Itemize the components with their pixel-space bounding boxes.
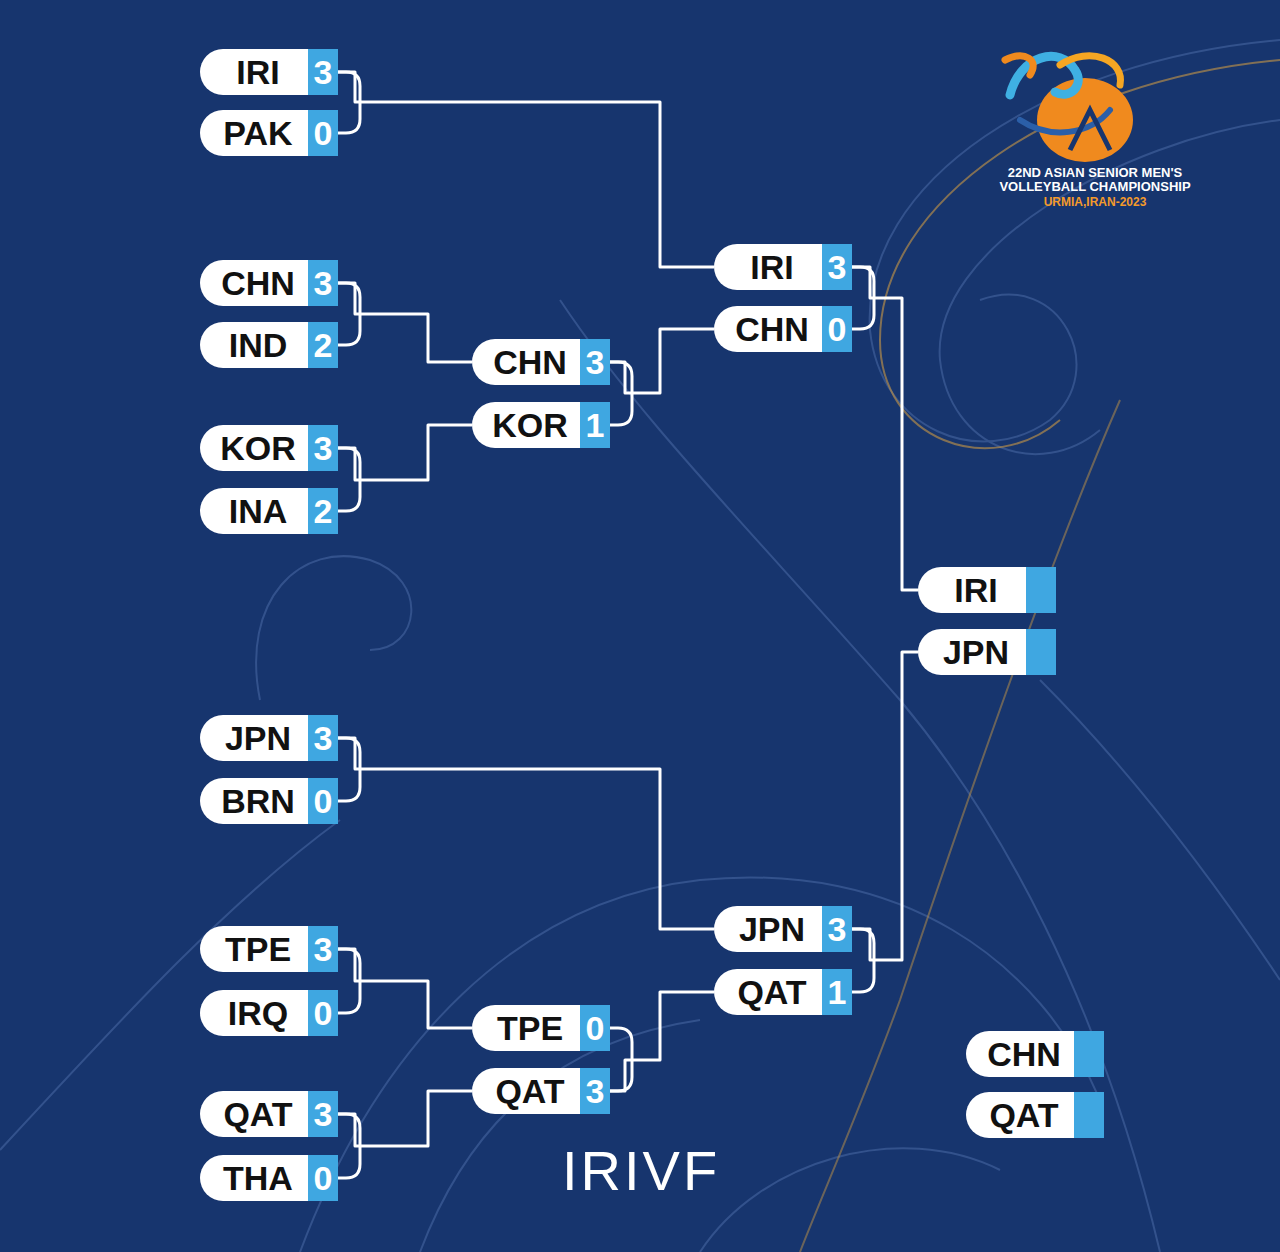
logo <box>1005 56 1133 162</box>
team-box: THA0 <box>200 1155 338 1201</box>
team-name: IND <box>200 322 308 368</box>
score-box: 3 <box>308 926 338 972</box>
score-box: 3 <box>308 715 338 761</box>
team-box: QAT3 <box>200 1091 338 1137</box>
team-name: CHN <box>714 306 822 352</box>
team-name: JPN <box>714 906 822 952</box>
team-box: CHN <box>966 1031 1104 1077</box>
bracket-connector <box>852 652 918 960</box>
team-name: TPE <box>200 926 308 972</box>
score-box: 0 <box>308 1155 338 1201</box>
bracket-connector <box>338 283 472 362</box>
team-name: QAT <box>714 969 822 1015</box>
bracket-connector <box>852 267 918 590</box>
score-box <box>1026 567 1056 613</box>
bracket-connector <box>338 72 714 267</box>
watermark: IRIVF <box>562 1140 720 1202</box>
bracket-connector <box>338 738 714 929</box>
team-name: CHN <box>472 339 580 385</box>
score-box: 2 <box>308 488 338 534</box>
score-box <box>1074 1092 1104 1138</box>
score-box: 0 <box>580 1005 610 1051</box>
team-name: KOR <box>472 402 580 448</box>
score-box: 0 <box>822 306 852 352</box>
bracket-connector <box>610 992 714 1091</box>
score-box: 1 <box>580 402 610 448</box>
event-title: 22ND ASIAN SENIOR MEN'S VOLLEYBALL CHAMP… <box>985 166 1205 195</box>
team-box: TPE3 <box>200 926 338 972</box>
team-box: QAT1 <box>714 969 852 1015</box>
score-box: 0 <box>308 990 338 1036</box>
score-box: 3 <box>308 1091 338 1137</box>
team-box: IRI <box>918 567 1056 613</box>
team-box: CHN3 <box>472 339 610 385</box>
team-box: IND2 <box>200 322 338 368</box>
team-box: JPN3 <box>200 715 338 761</box>
team-name: KOR <box>200 425 308 471</box>
score-box: 3 <box>580 1068 610 1114</box>
bracket-connector <box>610 329 714 393</box>
team-name: QAT <box>966 1092 1074 1138</box>
team-box: JPN3 <box>714 906 852 952</box>
team-name: IRQ <box>200 990 308 1036</box>
team-name: IRI <box>200 49 308 95</box>
team-name: THA <box>200 1155 308 1201</box>
score-box: 0 <box>308 778 338 824</box>
score-box: 3 <box>308 425 338 471</box>
team-name: CHN <box>200 260 308 306</box>
team-box: BRN0 <box>200 778 338 824</box>
score-box <box>1026 629 1056 675</box>
team-name: BRN <box>200 778 308 824</box>
score-box: 3 <box>822 906 852 952</box>
score-box: 0 <box>308 110 338 156</box>
score-box: 3 <box>308 49 338 95</box>
team-name: TPE <box>472 1005 580 1051</box>
team-name: INA <box>200 488 308 534</box>
event-title: URMIA,IRAN-2023 <box>985 196 1205 209</box>
team-box: INA2 <box>200 488 338 534</box>
team-box: KOR3 <box>200 425 338 471</box>
team-name: JPN <box>918 629 1026 675</box>
team-name: PAK <box>200 110 308 156</box>
score-box: 3 <box>822 244 852 290</box>
team-box: CHN3 <box>200 260 338 306</box>
score-box: 3 <box>580 339 610 385</box>
team-name: JPN <box>200 715 308 761</box>
score-box: 2 <box>308 322 338 368</box>
team-box: IRI3 <box>714 244 852 290</box>
team-box: JPN <box>918 629 1056 675</box>
team-name: IRI <box>918 567 1026 613</box>
team-box: PAK0 <box>200 110 338 156</box>
team-box: IRI3 <box>200 49 338 95</box>
team-box: IRQ0 <box>200 990 338 1036</box>
team-name: QAT <box>472 1068 580 1114</box>
team-box: TPE0 <box>472 1005 610 1051</box>
team-box: QAT3 <box>472 1068 610 1114</box>
team-box: QAT <box>966 1092 1104 1138</box>
bracket-connector <box>338 1091 472 1146</box>
team-name: IRI <box>714 244 822 290</box>
score-box: 1 <box>822 969 852 1015</box>
team-name: CHN <box>966 1031 1074 1077</box>
score-box: 3 <box>308 260 338 306</box>
team-box: CHN0 <box>714 306 852 352</box>
bracket-connector <box>338 949 472 1028</box>
team-box: KOR1 <box>472 402 610 448</box>
score-box <box>1074 1031 1104 1077</box>
team-name: QAT <box>200 1091 308 1137</box>
bracket-connector <box>338 425 472 480</box>
